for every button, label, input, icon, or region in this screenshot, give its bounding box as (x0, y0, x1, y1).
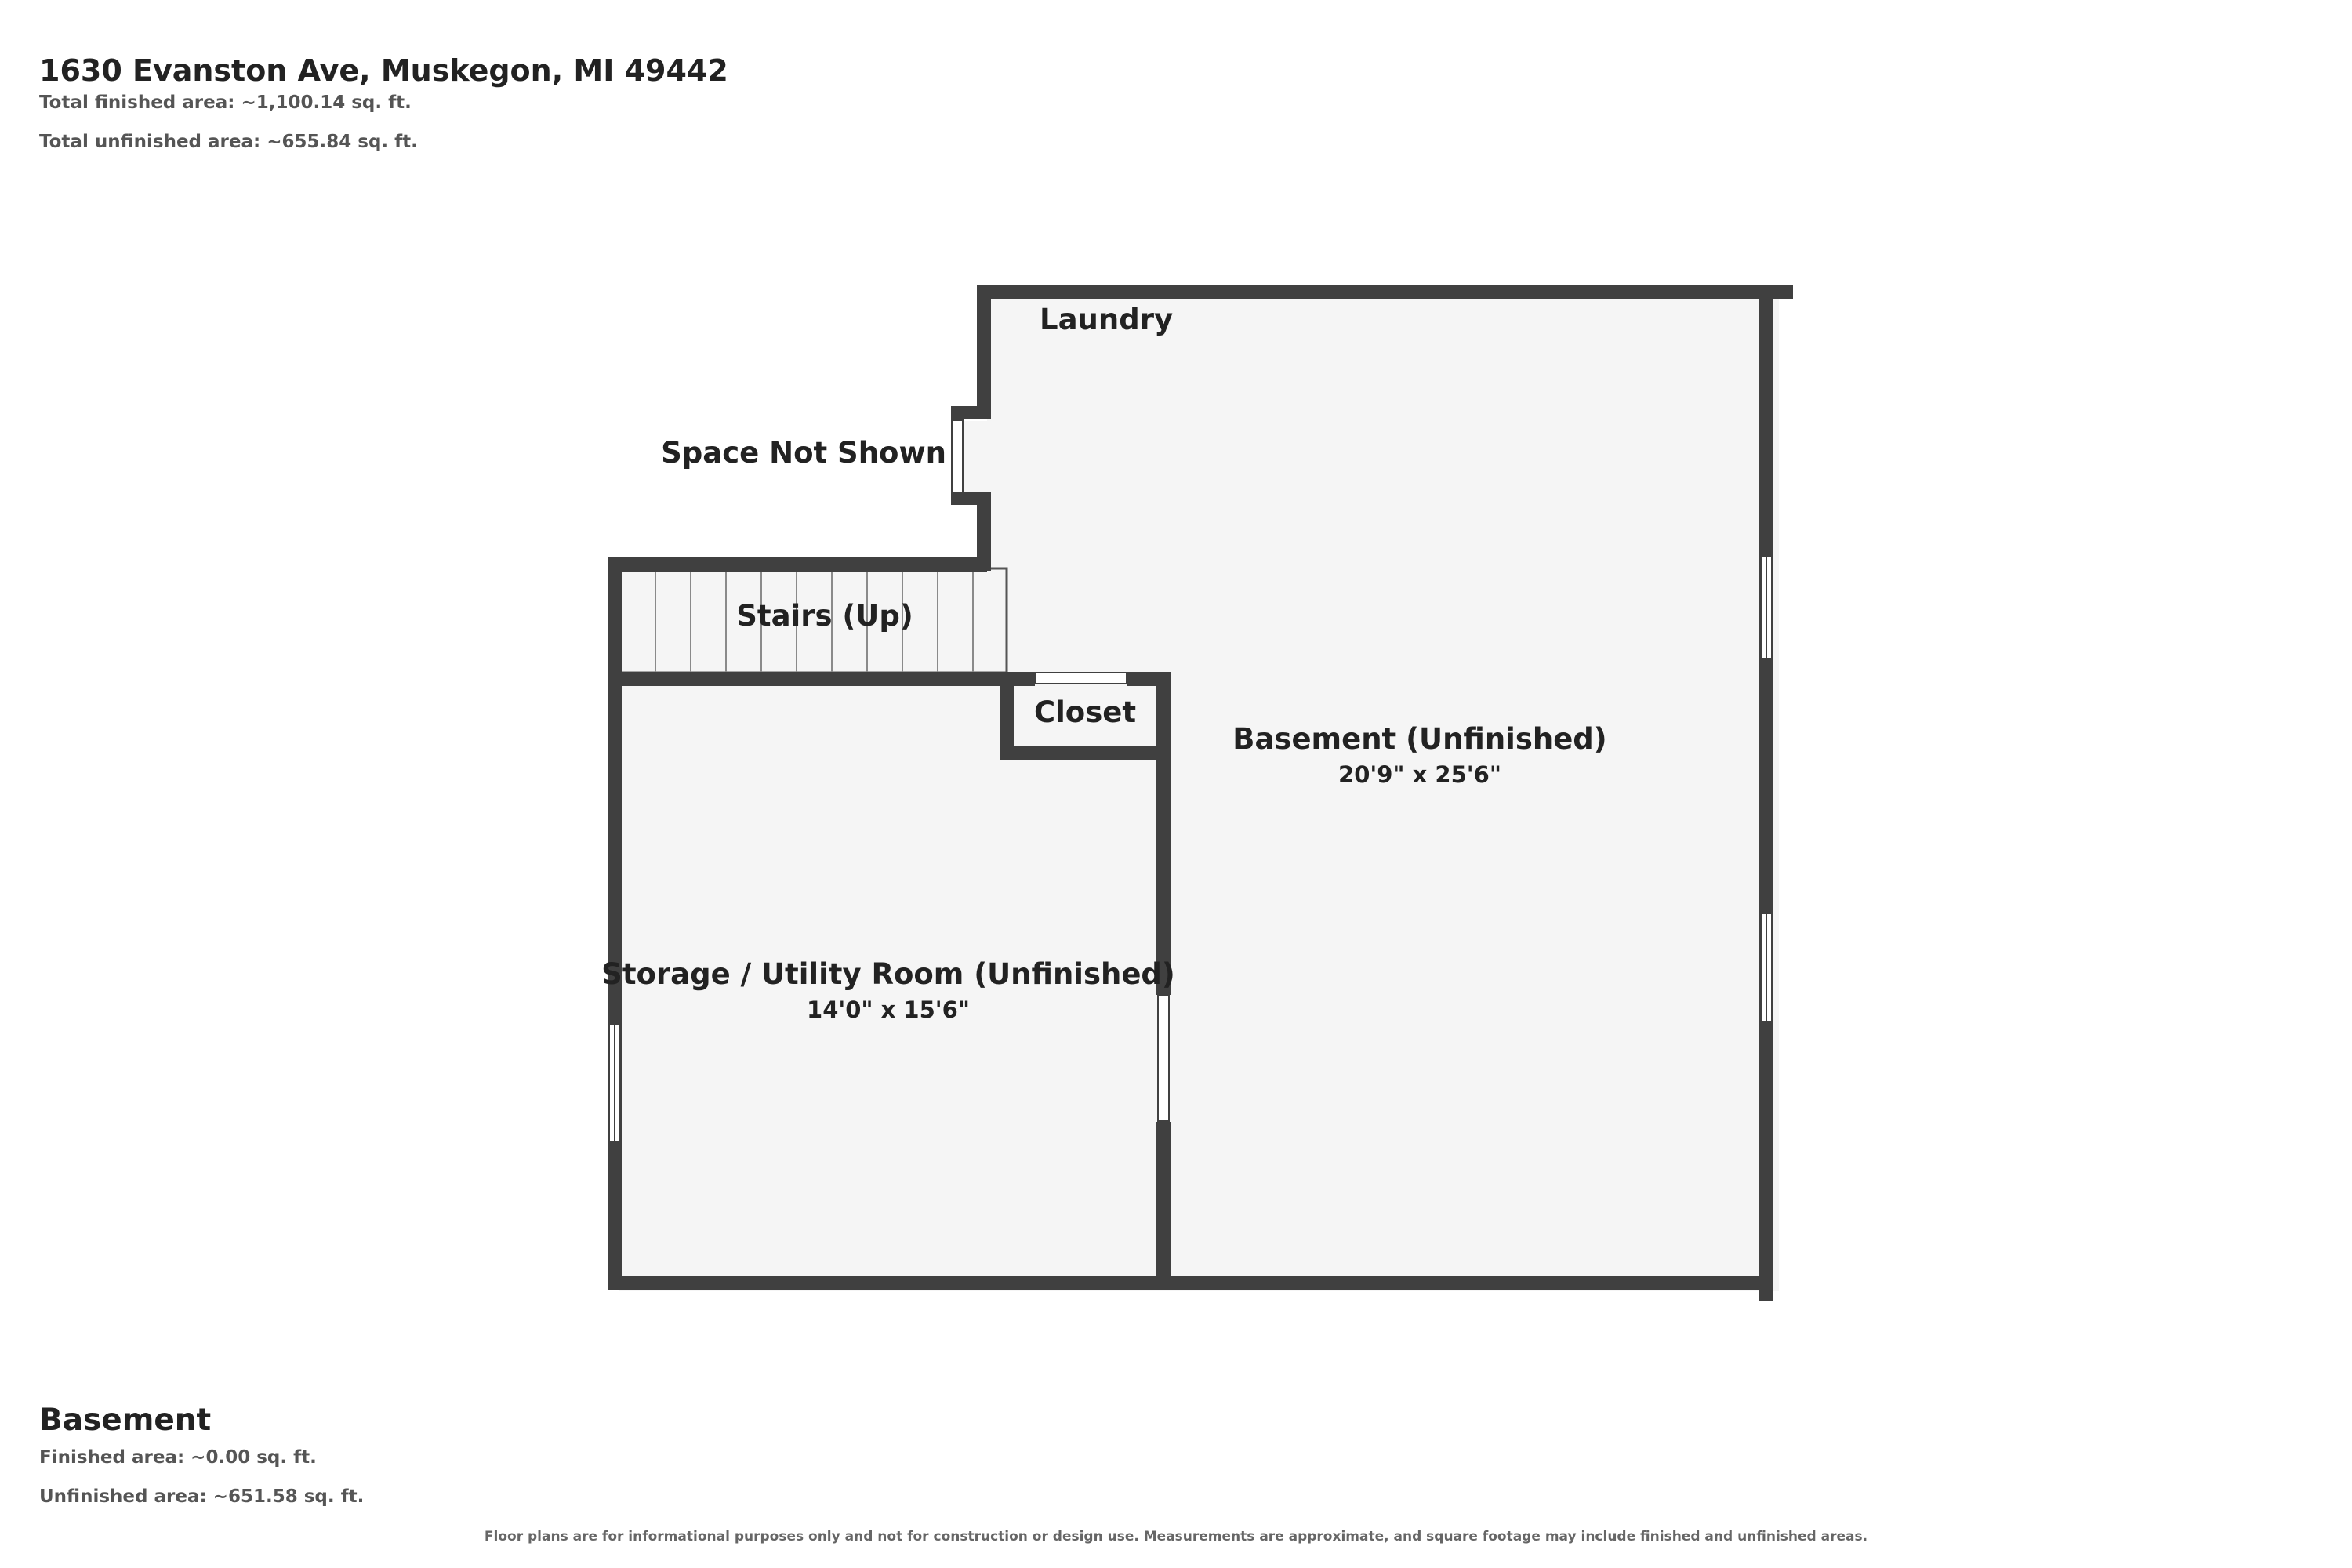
header: 1630 Evanston Ave, Muskegon, MI 49442 To… (39, 50, 728, 154)
room-dims-storage: 14'0" x 15'6" (807, 996, 970, 1023)
room-label-space-not-shown: Space Not Shown (661, 436, 946, 470)
door-closet (1034, 672, 1127, 684)
room-dims-basement: 20'9" x 25'6" (1338, 761, 1501, 788)
floor-unfinished-area: Unfinished area: ~651.58 sq. ft. (39, 1486, 365, 1507)
storage-floor (619, 684, 1168, 1291)
wall-storage-right-lower (1156, 1122, 1171, 1288)
room-label-laundry: Laundry (1040, 303, 1173, 336)
wall-storage-right-upper (1156, 672, 1171, 995)
doorway-storage (1157, 995, 1170, 1122)
wall-notch-top (951, 406, 991, 419)
room-labels: Laundry Space Not Shown Stairs (Up) Clos… (601, 303, 1607, 1023)
wall-right (1759, 285, 1773, 1301)
doorway-space-not-shown (951, 419, 964, 493)
room-label-closet: Closet (1034, 695, 1136, 729)
wall-left (608, 557, 622, 1290)
room-label-storage: Storage / Utility Room (Unfinished) (601, 957, 1175, 991)
floor-fill (619, 298, 1779, 1291)
wall-notch-bottom (951, 492, 991, 505)
wall-closet-bottom (1000, 746, 1171, 760)
total-finished-area: Total finished area: ~1,100.14 sq. ft. (39, 93, 412, 113)
notch-floor (963, 421, 988, 492)
stairs-floor (619, 568, 1011, 684)
wall-upper-left-b (977, 492, 991, 571)
wall-bottom (608, 1276, 1773, 1290)
wall-top (977, 285, 1793, 299)
room-label-stairs: Stairs (Up) (736, 599, 913, 633)
wall-closet-left (1000, 672, 1014, 760)
floor-name: Basement (39, 1403, 212, 1438)
disclaimer: Floor plans are for informational purpos… (484, 1529, 1868, 1544)
openings (608, 419, 1773, 1142)
wall-stairs-top (608, 557, 987, 572)
room-label-basement: Basement (Unfinished) (1232, 722, 1606, 756)
total-unfinished-area: Total unfinished area: ~655.84 sq. ft. (39, 132, 418, 152)
wall-stairs-bottom (608, 672, 1035, 686)
property-address: 1630 Evanston Ave, Muskegon, MI 49442 (39, 53, 728, 88)
wall-upper-left-a (977, 285, 991, 419)
floor-info: Basement Finished area: ~0.00 sq. ft. Un… (39, 1400, 364, 1508)
floor-finished-area: Finished area: ~0.00 sq. ft. (39, 1447, 317, 1468)
